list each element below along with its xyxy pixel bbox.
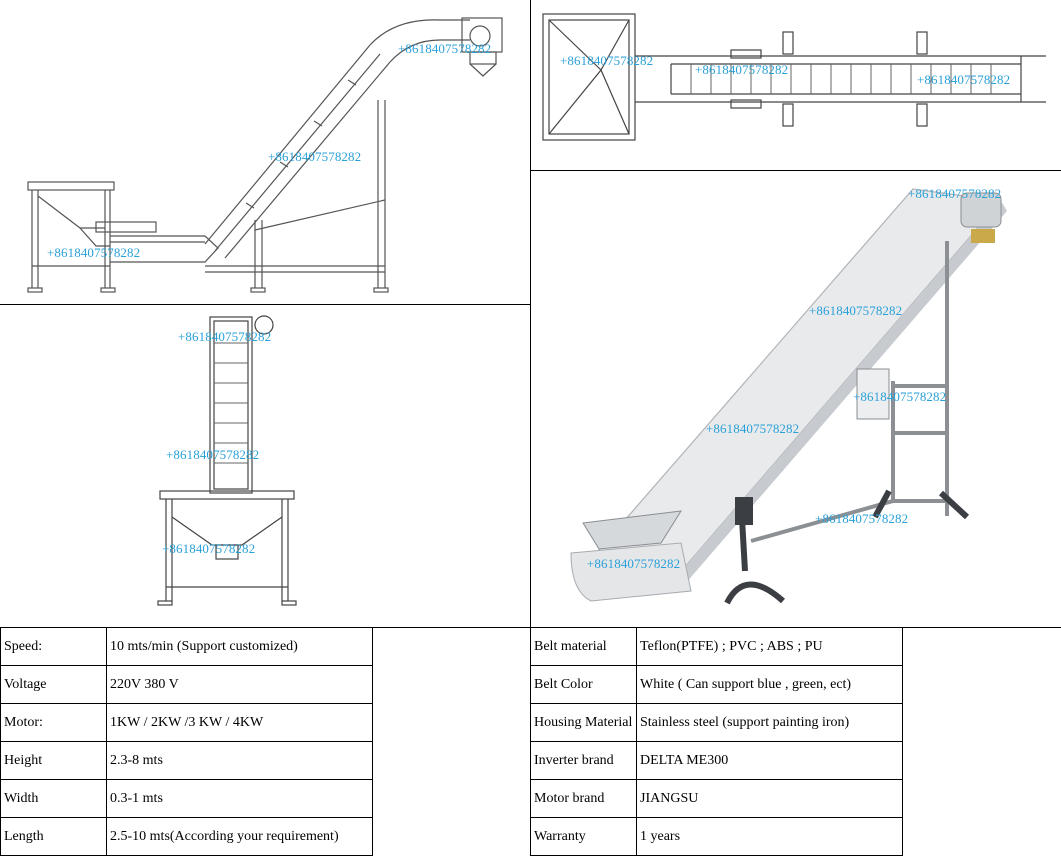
side-view-svg [27, 17, 503, 293]
table-row: Belt material Teflon(PTFE) ; PVC ; ABS ;… [530, 627, 903, 666]
watermark-phone: +8618407578282 [47, 245, 141, 260]
watermark-phone: +8618407578282 [706, 421, 800, 436]
table-row: Voltage 220V 380 V [0, 665, 373, 704]
divider [530, 0, 531, 627]
spec-label: Height [0, 741, 107, 780]
spec-table-left: Speed: 10 mts/min (Support customized) V… [0, 627, 373, 856]
watermark-phone: +8618407578282 [587, 556, 681, 571]
spec-value: 10 mts/min (Support customized) [106, 627, 373, 666]
watermark-phone: +8618407578282 [908, 186, 1002, 201]
front-view-svg [157, 315, 297, 606]
table-row: Motor brand JIANGSU [530, 779, 903, 818]
spec-label: Width [0, 779, 107, 818]
spec-value: 1KW / 2KW /3 KW / 4KW [106, 703, 373, 742]
spec-value: 2.3-8 mts [106, 741, 373, 780]
spec-label: Inverter brand [530, 741, 637, 780]
watermark-phone: +8618407578282 [268, 149, 362, 164]
watermark-phone: +8618407578282 [178, 329, 272, 344]
spec-value: 2.5-10 mts(According your requirement) [106, 817, 373, 856]
spec-label: Voltage [0, 665, 107, 704]
top-view-drawing: +8618407578282 +8618407578282 +861840757… [531, 0, 1061, 170]
table-row: Height 2.3-8 mts [0, 741, 373, 780]
table-row: Speed: 10 mts/min (Support customized) [0, 627, 373, 666]
top-view-svg [542, 13, 1046, 141]
side-view-drawing: +8618407578282 +8618407578282 +861840757… [0, 0, 530, 304]
spec-value: White ( Can support blue , green, ect) [636, 665, 903, 704]
table-row: Warranty 1 years [530, 817, 903, 856]
spec-value: DELTA ME300 [636, 741, 903, 780]
product-photo: +8618407578282 +8618407578282 +861840757… [531, 171, 1061, 627]
spec-table-right: Belt material Teflon(PTFE) ; PVC ; ABS ;… [530, 627, 903, 856]
watermark-phone: +8618407578282 [162, 541, 256, 556]
front-view-drawing: +8618407578282 +8618407578282 +861840757… [0, 305, 530, 627]
watermark-phone: +8618407578282 [917, 72, 1011, 87]
divider [0, 304, 530, 305]
watermark-phone: +8618407578282 [398, 41, 492, 56]
spec-label: Warranty [530, 817, 637, 856]
spec-label: Housing Material [530, 703, 637, 742]
spec-value: 1 years [636, 817, 903, 856]
watermark-phone: +8618407578282 [695, 62, 789, 77]
spec-value: 0.3-1 mts [106, 779, 373, 818]
watermark-phone: +8618407578282 [166, 447, 260, 462]
table-row: Housing Material Stainless steel (suppor… [530, 703, 903, 742]
product-photo-svg [570, 188, 1007, 605]
spec-value: 220V 380 V [106, 665, 373, 704]
spec-value: Stainless steel (support painting iron) [636, 703, 903, 742]
table-row: Belt Color White ( Can support blue , gr… [530, 665, 903, 704]
table-row: Width 0.3-1 mts [0, 779, 373, 818]
watermark-phone: +8618407578282 [809, 303, 903, 318]
spec-label: Motor: [0, 703, 107, 742]
table-row: Length 2.5-10 mts(According your require… [0, 817, 373, 856]
spec-label: Speed: [0, 627, 107, 666]
spec-label: Length [0, 817, 107, 856]
watermark-phone: +8618407578282 [560, 53, 654, 68]
spec-value: Teflon(PTFE) ; PVC ; ABS ; PU [636, 627, 903, 666]
watermark-phone: +8618407578282 [815, 511, 909, 526]
spec-label: Motor brand [530, 779, 637, 818]
spec-label: Belt material [530, 627, 637, 666]
table-row: Inverter brand DELTA ME300 [530, 741, 903, 780]
table-row: Motor: 1KW / 2KW /3 KW / 4KW [0, 703, 373, 742]
spec-value: JIANGSU [636, 779, 903, 818]
spec-label: Belt Color [530, 665, 637, 704]
divider [530, 170, 1061, 171]
watermark-phone: +8618407578282 [853, 389, 947, 404]
